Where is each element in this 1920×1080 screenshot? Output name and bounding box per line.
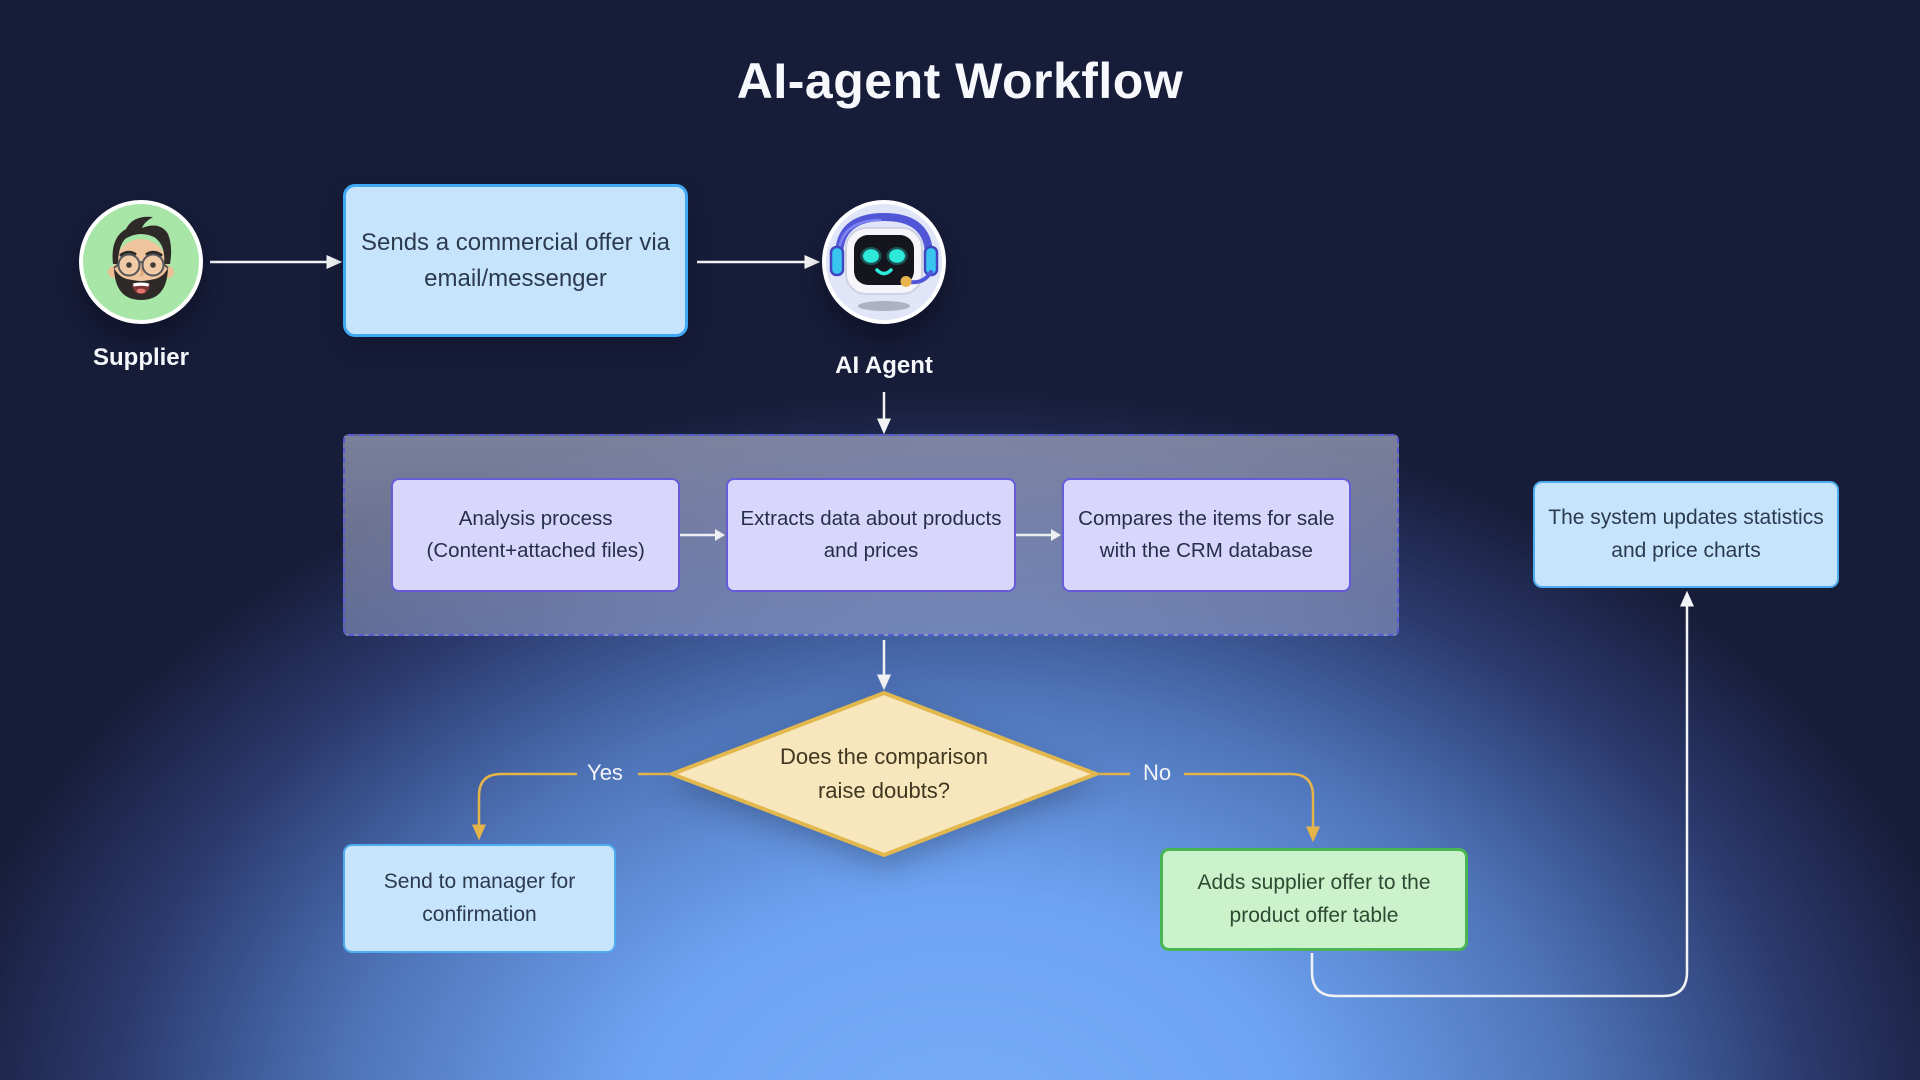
supplier-label: Supplier	[92, 344, 189, 371]
page-title: AI-agent Workflow	[736, 53, 1184, 109]
edge-yes-segment-left	[472, 772, 577, 841]
manager-node: Send to manager for confirmation	[343, 844, 616, 953]
text-line: The system updates statistics	[1548, 505, 1824, 529]
decision-node: Does the comparison raise doubts?	[664, 687, 1104, 861]
text-line: Compares the items for sale	[1078, 507, 1335, 531]
text-line: confirmation	[422, 902, 537, 926]
supplier-avatar	[79, 200, 203, 324]
text-line: Extracts data about products	[740, 507, 1002, 531]
ai-agent-avatar	[822, 200, 946, 324]
text-line: and price charts	[1611, 538, 1761, 562]
analysis-group: Analysis process (Content+attached files…	[343, 434, 1399, 636]
offer-node: Sends a commercial offer via email/messe…	[343, 184, 688, 337]
bearded-man-icon	[79, 200, 203, 324]
text-line: Does the comparison	[780, 743, 988, 769]
robot-headset-icon	[822, 200, 946, 324]
text-line: and prices	[823, 539, 919, 562]
no-branch-label: No	[1142, 760, 1172, 785]
analysis-node: Analysis process (Content+attached files…	[391, 478, 681, 592]
extract-node: Extracts data about products and prices	[726, 478, 1016, 592]
ai-agent-label: AI Agent	[835, 352, 933, 379]
arrow-right-icon	[1015, 529, 1061, 541]
add-offer-node: Adds supplier offer to the product offer…	[1160, 848, 1468, 951]
compare-node: Compares the items for sale with the CRM…	[1061, 478, 1351, 592]
arrow-right-icon	[680, 529, 726, 541]
text-line: (Content+attached files)	[426, 539, 645, 562]
text-line: with the CRM database	[1099, 539, 1313, 562]
text-line: Send to manager for	[383, 869, 576, 893]
stats-node: The system updates statistics and price …	[1533, 481, 1839, 588]
text-line: Adds supplier offer to the	[1197, 870, 1431, 894]
text-line: Sends a commercial offer via	[360, 228, 671, 256]
yes-branch-label: Yes	[587, 760, 623, 785]
diamond-shape	[670, 691, 1098, 857]
text-line: Analysis process	[458, 507, 613, 531]
text-line: product offer table	[1229, 903, 1399, 927]
text-line: raise doubts?	[817, 778, 951, 803]
decision-text: Does the comparison raise doubts?	[664, 687, 1104, 861]
text-line: email/messenger	[424, 264, 607, 292]
edge-no-segment-right	[1184, 772, 1320, 843]
